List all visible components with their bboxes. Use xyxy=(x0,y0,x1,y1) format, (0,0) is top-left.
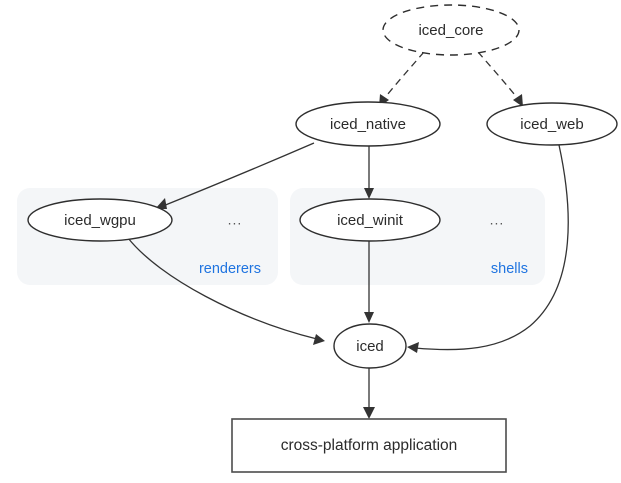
edge-core-to-native-line xyxy=(382,51,425,101)
cluster-shells-label: shells xyxy=(491,261,528,277)
node-iced-core-shape[interactable] xyxy=(382,4,520,56)
edge-native-to-wgpu-line xyxy=(162,142,315,207)
node-iced-core[interactable]: iced_core xyxy=(382,4,520,56)
edge-wgpu-to-iced-line xyxy=(127,237,318,340)
edge-wgpu-to-iced-arrowhead xyxy=(313,334,325,345)
node-iced-native-label: iced_native xyxy=(330,116,406,133)
edge-web-to-iced-line xyxy=(414,144,569,351)
node-iced-wgpu-label: iced_wgpu xyxy=(64,212,136,229)
node-cross-platform-application[interactable]: cross-platform application xyxy=(231,418,507,473)
node-iced-web[interactable]: iced_web xyxy=(486,102,618,146)
node-iced-native-shape[interactable] xyxy=(295,101,441,147)
shells-more-ellipsis-icon: ... xyxy=(490,212,505,228)
node-iced-label: iced xyxy=(356,338,384,355)
node-iced[interactable]: iced xyxy=(333,323,407,369)
edge-core-to-web-arrowhead xyxy=(513,94,523,107)
node-iced-web-label: iced_web xyxy=(520,116,583,133)
edge-winit-to-iced-arrowhead xyxy=(364,312,374,323)
edge-native-to-wgpu-arrowhead xyxy=(155,198,167,209)
edge-core-to-web-line xyxy=(477,51,520,101)
edge-native-to-winit xyxy=(364,146,374,199)
cluster-renderers-label: renderers xyxy=(199,261,261,277)
edge-winit-to-iced xyxy=(364,241,374,323)
node-iced-wgpu[interactable]: iced_wgpu xyxy=(27,198,173,242)
node-iced-shape[interactable] xyxy=(333,323,407,369)
edge-core-to-native xyxy=(379,51,425,107)
edge-wgpu-to-iced xyxy=(127,237,325,345)
node-iced-winit[interactable]: iced_winit xyxy=(299,198,441,242)
edge-core-to-web xyxy=(477,51,523,107)
node-iced-winit-shape[interactable] xyxy=(299,198,441,242)
node-iced-wgpu-shape[interactable] xyxy=(27,198,173,242)
edge-web-to-iced xyxy=(407,144,569,353)
node-iced-native[interactable]: iced_native xyxy=(295,101,441,147)
edge-native-to-winit-arrowhead xyxy=(364,188,374,199)
edge-web-to-iced-arrowhead xyxy=(407,342,419,353)
edge-iced-to-app-arrowhead xyxy=(363,407,375,419)
node-iced-core-label: iced_core xyxy=(418,22,483,39)
node-iced-winit-label: iced_winit xyxy=(337,212,404,229)
edge-native-to-wgpu xyxy=(155,142,315,209)
node-iced-web-shape[interactable] xyxy=(486,102,618,146)
node-cross-platform-application-shape[interactable] xyxy=(231,418,507,473)
renderers-more-ellipsis-icon: ... xyxy=(228,212,243,228)
node-cross-platform-application-label: cross-platform application xyxy=(281,437,458,454)
edge-iced-to-app xyxy=(363,368,375,419)
